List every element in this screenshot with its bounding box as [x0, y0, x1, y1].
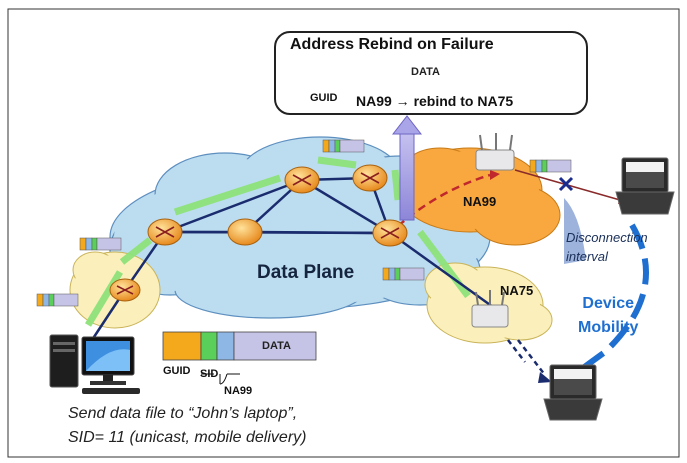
packet-data-label: DATA: [262, 340, 291, 352]
caption-line2: SID= 11 (unicast, mobile delivery): [68, 429, 307, 446]
callout-title: Address Rebind on Failure: [290, 36, 494, 53]
data-plane-label: Data Plane: [257, 262, 355, 283]
address-rebind-callout: [274, 31, 588, 115]
caption: Send data file to “John’s laptop”, SID= …: [68, 402, 306, 450]
router-icon: [147, 218, 183, 246]
packet-guid-label: GUID: [163, 365, 191, 377]
callout-guid-label: GUID: [310, 92, 338, 104]
rebind-dashed-path: [397, 173, 491, 227]
packet-na99-label: NA99: [224, 385, 253, 397]
disconnection-interval-label: Disconnection interval: [566, 228, 648, 266]
access-point-na75-icon: [471, 290, 509, 328]
na75-downlink: [507, 339, 546, 376]
device-mobility-label: Device Mobility: [578, 292, 638, 340]
router-icon: [284, 166, 320, 194]
bottom-packet: [162, 331, 317, 385]
mini-packet-icon: [529, 159, 572, 173]
laptop-icon: [615, 157, 675, 215]
access-point-na99-icon: [475, 133, 515, 171]
rebind-up-arrow: [391, 115, 423, 221]
router-icon: [109, 278, 141, 302]
desktop-computer-icon: [49, 334, 140, 394]
rebind-text: NA99 → rebind to NA75: [356, 93, 514, 109]
na99-label: NA99: [463, 194, 497, 209]
laptop-icon: [543, 364, 603, 421]
device-mobility-line1: Device: [582, 295, 635, 312]
figure-border: [7, 8, 680, 458]
na75-label: NA75: [500, 283, 534, 298]
disconnect-x-icon: [558, 176, 574, 192]
disconnection-interval-shade: [564, 198, 586, 264]
mini-packet-icon: [382, 267, 425, 281]
packet-sid-label: SID: [200, 368, 219, 380]
device-mobility-arrow: [568, 223, 649, 381]
mini-packet-icon: [322, 139, 365, 153]
delivery-path: [85, 156, 471, 327]
callout-data-label: DATA: [411, 66, 440, 78]
disconnection-line2: interval: [566, 249, 608, 264]
caption-line1: Send data file to “John’s laptop”,: [68, 405, 298, 422]
router-icon: [352, 164, 388, 192]
mini-packet-icon: [79, 237, 122, 251]
device-mobility-line2: Mobility: [578, 319, 639, 336]
disconnection-line1: Disconnection: [566, 230, 648, 245]
router-icon: [372, 219, 408, 247]
mini-packet-icon: [36, 293, 79, 307]
rebind-arrowhead: [490, 170, 500, 180]
router-icon: [227, 218, 263, 246]
